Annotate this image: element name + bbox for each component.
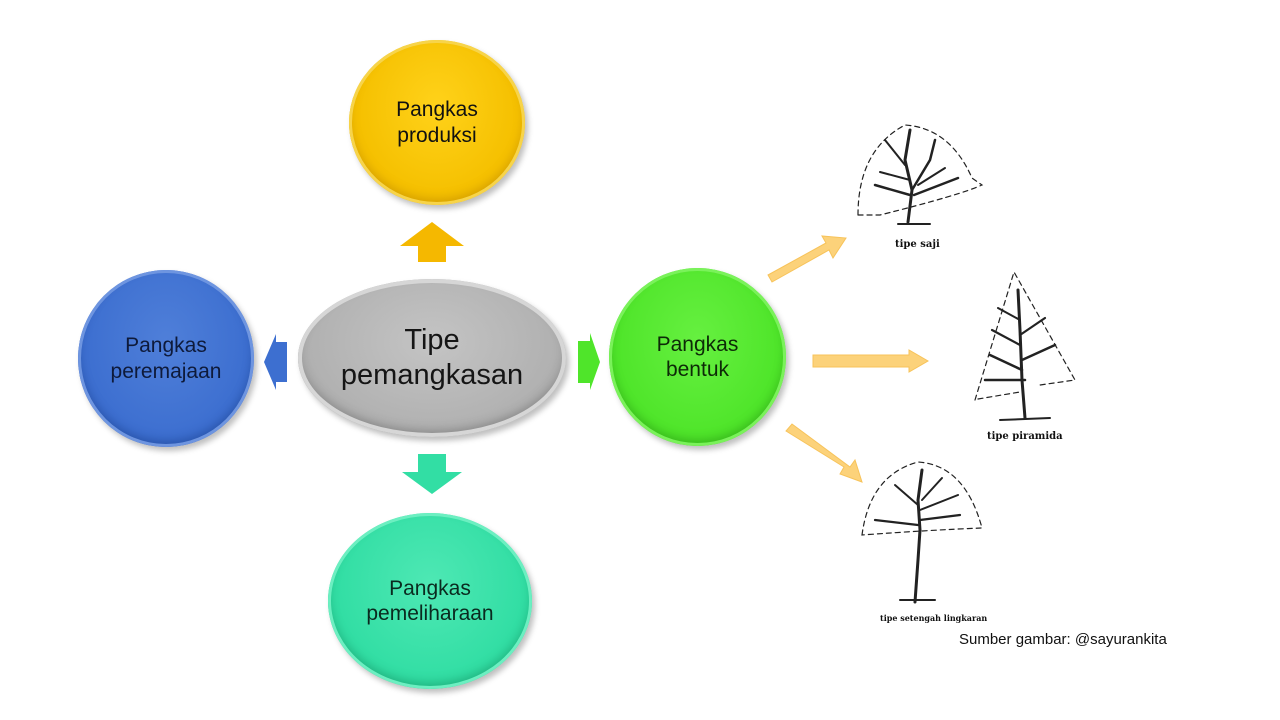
node-pangkas-produksi: Pangkas produksi [349,40,525,205]
node-label: Pangkas produksi [396,98,478,147]
source-credit: Sumber gambar: @sayurankita [959,631,1167,648]
tree-illustration-piramida [974,270,1076,421]
tree-illustration-saji [857,124,984,225]
center-label: Tipe pemangkasan [340,324,524,391]
caption-tipe-setengah-lingkaran: tipe setengah lingkaran [880,613,988,623]
node-label: Pangkas pemeliharaan [366,576,494,625]
caption-tipe-saji: tipe saji [895,239,940,250]
node-label: Pangkas bentuk [656,332,739,381]
node-label: Pangkas peremajaan [110,334,222,383]
arrow-left-peremajaan [264,334,287,390]
arrow-to-tipe-setengah-lingkaran [785,423,863,483]
arrow-down-pemeliharaan [402,454,462,494]
node-pangkas-bentuk: Pangkas bentuk [609,268,786,446]
node-tipe-pemangkasan: Tipe pemangkasan [298,279,566,437]
tree-illustration-setengah-lingkaran [861,461,983,604]
arrow-to-tipe-piramida [812,349,929,373]
caption-tipe-piramida: tipe piramida [987,431,1063,442]
node-pangkas-peremajaan: Pangkas peremajaan [78,270,254,447]
node-pangkas-pemeliharaan: Pangkas pemeliharaan [328,513,532,689]
arrow-to-tipe-saji [767,235,847,283]
arrow-right-bentuk [578,333,600,390]
arrow-up-produksi [400,222,464,262]
